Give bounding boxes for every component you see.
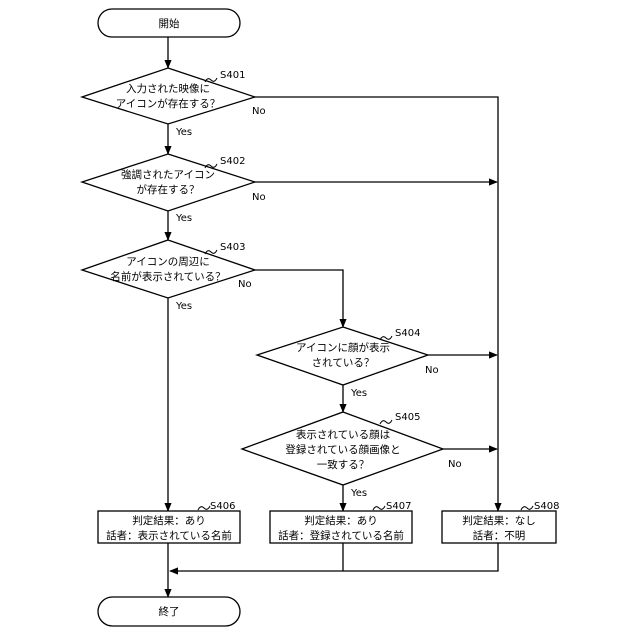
s402-id: S402 bbox=[220, 156, 245, 167]
s406-callout bbox=[198, 506, 210, 510]
edge-s403-no bbox=[255, 270, 343, 327]
s404-yes-label: Yes bbox=[350, 388, 367, 399]
s404-id: S404 bbox=[395, 328, 420, 339]
s408-callout bbox=[521, 506, 533, 510]
s405-callout bbox=[380, 420, 392, 424]
s402-no-label: No bbox=[252, 192, 266, 203]
s403-line-1: アイコンの周辺に bbox=[126, 256, 209, 268]
end-terminal: 終了 bbox=[98, 597, 240, 626]
s405-id: S405 bbox=[395, 412, 420, 423]
s404-no-label: No bbox=[425, 365, 439, 376]
s405-line-3: 一致する？ bbox=[317, 458, 370, 471]
decision-s404: アイコンに顔が表示 されている？ S404 bbox=[257, 327, 428, 385]
process-s406: 判定結果：あり 話者：表示されている名前 S406 bbox=[98, 501, 240, 543]
s408-line-2: 話者：不明 bbox=[473, 529, 526, 542]
s403-id: S403 bbox=[220, 242, 245, 253]
decision-s402: 強調されたアイコン が存在する？ S402 bbox=[82, 154, 255, 211]
s402-yes-label: Yes bbox=[175, 213, 192, 224]
s404-line-1: アイコンに顔が表示 bbox=[296, 341, 390, 354]
s405-yes-label: Yes bbox=[350, 488, 367, 499]
decision-s403: アイコンの周辺に 名前が表示されている？ S403 bbox=[82, 240, 255, 298]
end-label: 終了 bbox=[159, 605, 180, 618]
start-label: 開始 bbox=[159, 17, 180, 30]
s408-line-1: 判定結果：なし bbox=[462, 514, 536, 527]
s406-line-1: 判定結果：あり bbox=[132, 514, 206, 527]
s401-id: S401 bbox=[220, 70, 245, 81]
s407-id: S407 bbox=[386, 501, 411, 512]
s408-id: S408 bbox=[534, 501, 559, 512]
s405-line-1: 表示されている顔は bbox=[296, 428, 390, 441]
s404-line-2: されている？ bbox=[312, 357, 375, 369]
edge-s408-merge bbox=[170, 543, 498, 571]
s401-no-label: No bbox=[252, 106, 266, 117]
s406-id: S406 bbox=[210, 501, 235, 512]
s405-no-label: No bbox=[448, 459, 462, 470]
process-s407: 判定結果：あり 話者：登録されている名前 S407 bbox=[270, 501, 412, 543]
s401-line-1: 入力された映像に bbox=[126, 82, 210, 95]
s407-line-2: 話者：登録されている名前 bbox=[278, 529, 404, 542]
start-terminal: 開始 bbox=[98, 9, 240, 37]
s401-line-2: アイコンが存在する？ bbox=[116, 97, 220, 110]
s406-line-2: 話者：表示されている名前 bbox=[106, 529, 232, 542]
s403-no-label: No bbox=[238, 279, 252, 290]
process-s408: 判定結果：なし 話者：不明 S408 bbox=[442, 501, 559, 543]
s403-yes-label: Yes bbox=[175, 301, 192, 312]
decision-s401: 入力された映像に アイコンが存在する？ S401 bbox=[82, 68, 255, 124]
decision-s405: 表示されている顔は 登録されている顔画像と 一致する？ S405 bbox=[242, 412, 443, 485]
s402-line-1: 強調されたアイコン bbox=[121, 168, 215, 181]
s403-line-2: 名前が表示されている？ bbox=[110, 270, 225, 283]
s402-line-2: が存在する？ bbox=[137, 183, 200, 196]
s401-yes-label: Yes bbox=[175, 127, 192, 138]
s407-callout bbox=[373, 506, 385, 510]
s407-line-1: 判定結果：あり bbox=[304, 514, 378, 527]
s405-line-2: 登録されている顔画像と bbox=[285, 443, 400, 456]
